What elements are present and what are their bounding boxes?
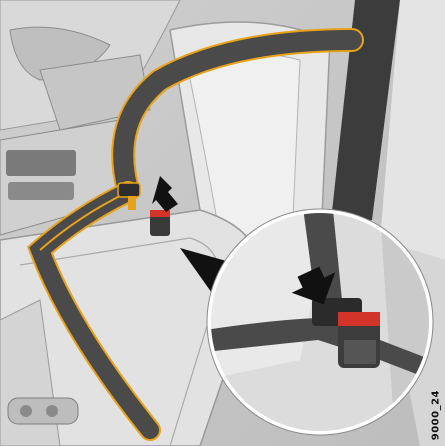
seat-knob-2 <box>46 405 58 417</box>
seat-controls <box>8 398 78 424</box>
buckle-red-button-zoom <box>338 312 380 326</box>
seat-knob <box>20 405 32 417</box>
console-buttons <box>6 150 76 176</box>
latch-tongue <box>128 196 136 210</box>
latch-plate <box>118 183 140 197</box>
figure-id-label: 9000_24 <box>430 390 441 440</box>
console-buttons-2 <box>8 182 74 200</box>
